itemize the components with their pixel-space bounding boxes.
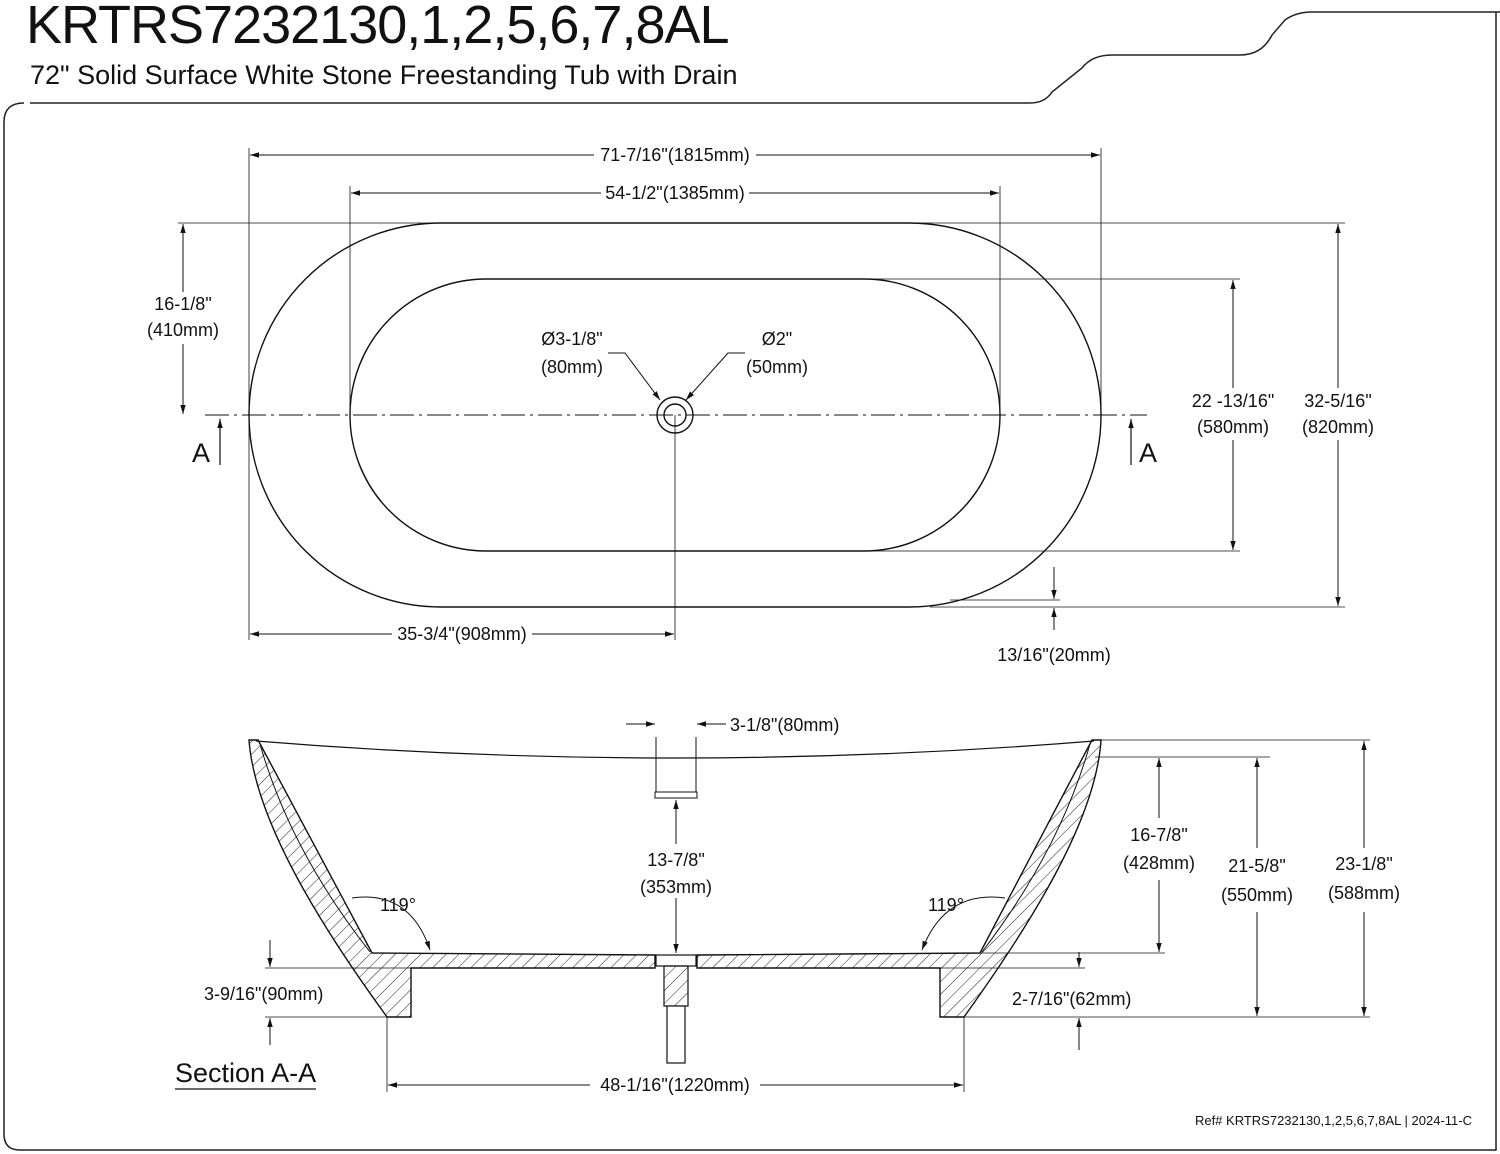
label-drain-height-in: 13-7/8" [647, 850, 704, 870]
label-overall-height-in: 23-1/8" [1335, 854, 1392, 874]
label-inner-width-mm: (580mm) [1197, 417, 1269, 437]
label-inner-width-in: 22 -13/16" [1192, 391, 1274, 411]
tub-shell-section [248, 739, 1102, 1018]
product-description: 72" Solid Surface White Stone Freestandi… [30, 60, 738, 90]
label-rim-thickness: 13/16"(20mm) [997, 645, 1110, 665]
label-overall-width-in: 32-5/16" [1304, 391, 1371, 411]
label-overall-height-mm: (588mm) [1328, 883, 1400, 903]
label-drain-outer-in: Ø3-1/8" [541, 329, 602, 349]
label-angle-right: 119° [928, 895, 964, 915]
label-depth-mm: (428mm) [1123, 853, 1195, 873]
label-base-height: 3-9/16"(90mm) [204, 984, 323, 1004]
extension-lines-top [178, 148, 1345, 640]
drain-pipe [666, 1005, 686, 1064]
label-half-width-in: 16-1/8" [154, 294, 211, 314]
angle-arc-left [351, 896, 431, 951]
label-drain-offset: 35-3/4"(908mm) [397, 624, 526, 644]
label-drain-inner-mm: (50mm) [746, 357, 808, 377]
label-drain-body: 3-1/8"(80mm) [730, 715, 839, 735]
label-overall-length: 71-7/16"(1815mm) [600, 145, 749, 165]
extension-lines-section [265, 739, 1370, 1092]
label-overall-width-mm: (820mm) [1302, 417, 1374, 437]
label-floor-thickness: 2-7/16"(62mm) [1012, 989, 1131, 1009]
label-half-width-mm: (410mm) [147, 320, 219, 340]
section-mark-left: A [192, 438, 210, 468]
label-inner-height-in: 21-5/8" [1228, 856, 1285, 876]
label-drain-inner-in: Ø2" [762, 329, 792, 349]
inner-wall-right [981, 743, 1091, 953]
leader-drain-outer [608, 352, 661, 401]
label-depth-in: 16-7/8" [1130, 825, 1187, 845]
dimension-lines-section [267, 721, 1367, 1088]
inner-wall-left [259, 743, 371, 953]
tub-rim-profile [255, 740, 1095, 759]
overflow-cap [654, 791, 698, 799]
label-base-width: 48-1/16"(1220mm) [600, 1075, 749, 1095]
dimension-lines-top [180, 152, 1341, 637]
sheet-frame [3, 11, 1500, 1151]
label-drain-height-mm: (353mm) [640, 877, 712, 897]
leader-drain-inner [685, 352, 745, 401]
drain-flange [655, 954, 697, 967]
section-markers [217, 419, 1134, 465]
footer-ref: Ref# KRTRS7232130,1,2,5,6,7,8AL | 2024-1… [1195, 1113, 1472, 1128]
section-title: Section A-A [175, 1058, 316, 1088]
section-mark-right: A [1139, 438, 1157, 468]
angle-arc-right [921, 896, 1006, 951]
drain-body [663, 965, 689, 1007]
label-inner-height-mm: (550mm) [1221, 885, 1293, 905]
label-drain-outer-mm: (80mm) [541, 357, 603, 377]
label-angle-left: 119° [380, 895, 416, 915]
model-number: KRTRS7232130,1,2,5,6,7,8AL [26, 0, 730, 55]
label-inner-length: 54-1/2"(1385mm) [605, 183, 744, 203]
section-view [248, 737, 1102, 1064]
